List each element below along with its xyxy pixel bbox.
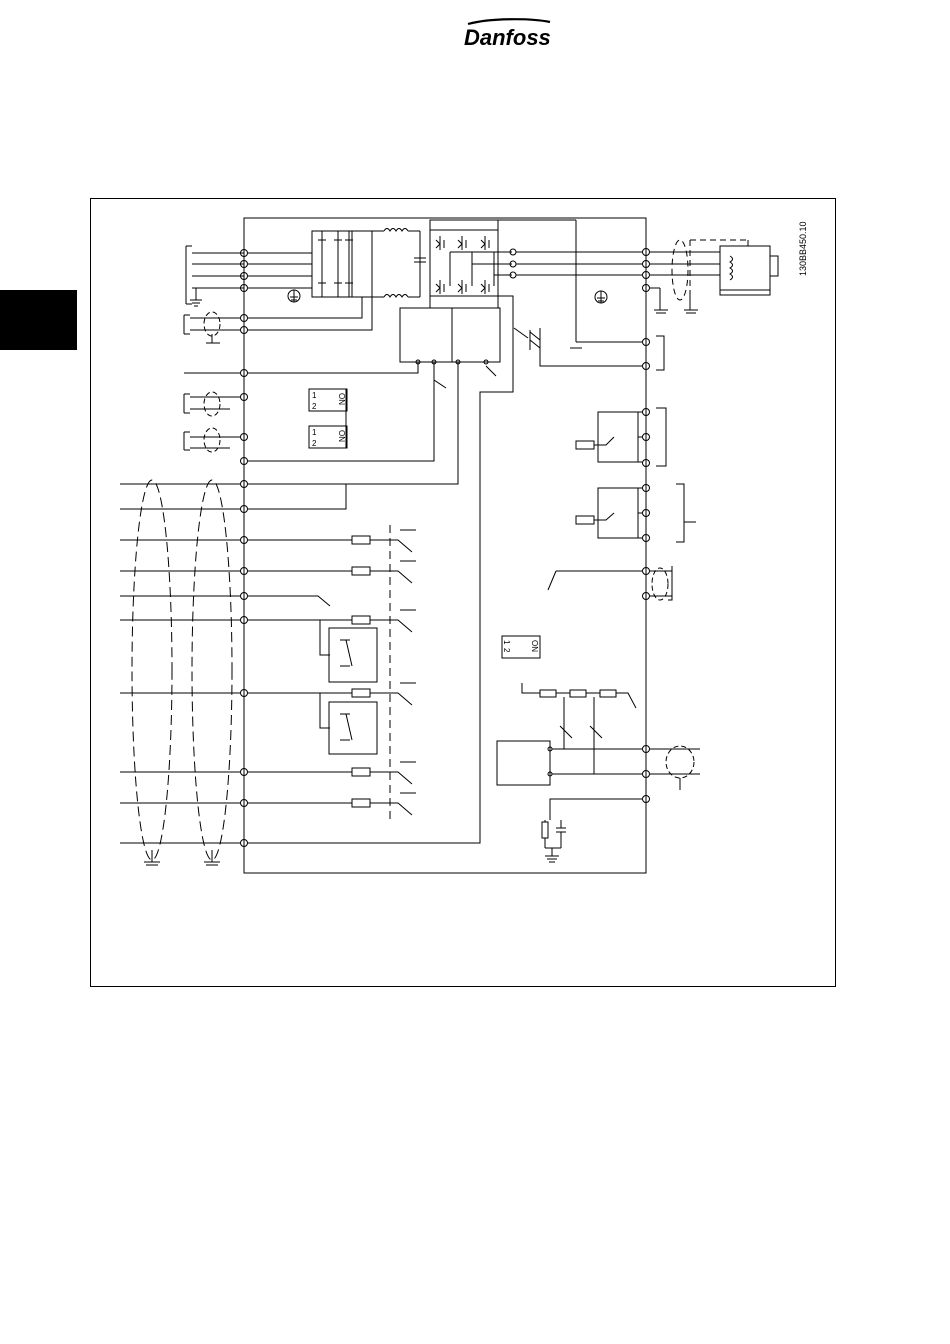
left-cable-shields (184, 312, 240, 452)
shield-ground (542, 799, 642, 862)
motor (650, 240, 778, 313)
svg-text:1: 1 (312, 428, 317, 437)
digital-inputs (120, 480, 352, 865)
analog-output (548, 566, 672, 600)
motor-output-lines (248, 220, 642, 843)
svg-text:ON: ON (337, 393, 346, 405)
relay-output-1 (576, 408, 666, 466)
svg-text:ON: ON (530, 640, 539, 652)
drive-enclosure (244, 218, 646, 873)
svg-text:ON: ON (337, 430, 346, 442)
figure-id: 130BB450.10 (798, 221, 808, 276)
relay-output-2 (576, 484, 696, 542)
svg-text:1: 1 (312, 391, 317, 400)
svg-text:2: 2 (312, 402, 317, 411)
rectifier (248, 231, 372, 330)
svg-text:1: 1 (502, 640, 511, 645)
input-resistors (352, 525, 416, 820)
svg-text:2: 2 (502, 648, 511, 653)
control-card (248, 308, 500, 484)
pot-network (522, 683, 642, 774)
inverter (430, 220, 512, 308)
svg-text:2: 2 (312, 439, 317, 448)
dip-labels: ON 1 2 ON 1 2 ON 1 2 (312, 391, 539, 653)
mains-input (186, 246, 244, 306)
input-relay-boxes (320, 620, 377, 754)
brake-chopper (514, 328, 664, 370)
fieldbus-box (497, 741, 700, 790)
